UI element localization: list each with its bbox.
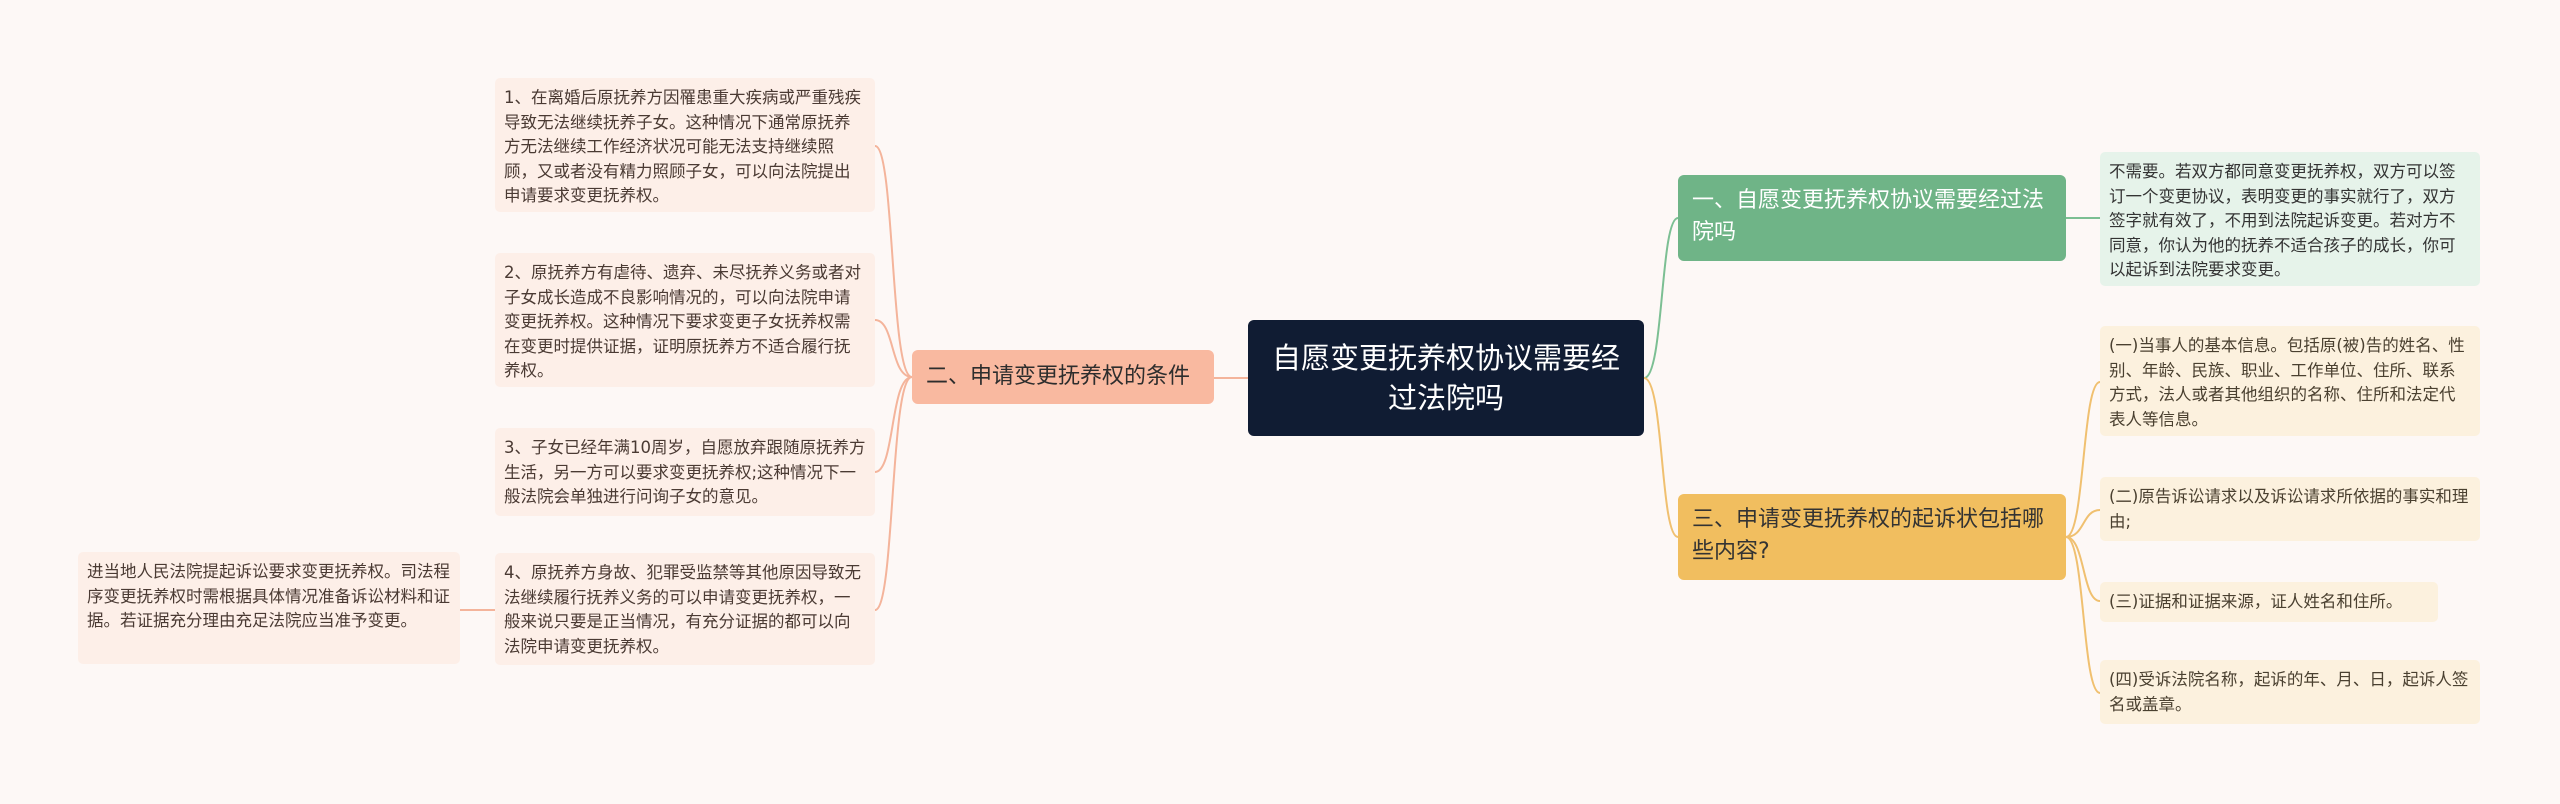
condition-leaf-3[interactable]: 3、子女已经年满10周岁，自愿放弃跟随原抚养方生活，另一方可以要求变更抚养权;这… <box>495 428 875 516</box>
link-right3-leaf3 <box>2065 536 2101 602</box>
complaint-item-2-text: (二)原告诉讼请求以及诉讼请求所依据的事实和理由; <box>2109 487 2469 531</box>
condition-leaf-2[interactable]: 2、原抚养方有虐待、遗弃、未尽抚养义务或者对子女成长造成不良影响情况的，可以向法… <box>495 253 875 387</box>
complaint-item-2[interactable]: (二)原告诉讼请求以及诉讼请求所依据的事实和理由; <box>2100 477 2480 541</box>
condition-leaf-4-detail-text: 进当地人民法院提起诉讼要求变更抚养权。司法程序变更抚养权时需根据具体情况准备诉讼… <box>87 562 450 631</box>
link-root-right1 <box>1643 217 1679 379</box>
complaint-item-3-text: (三)证据和证据来源，证人姓名和住所。 <box>2109 592 2403 611</box>
branch-complaint-contents[interactable]: 三、申请变更抚养权的起诉状包括哪些内容? <box>1678 494 2066 580</box>
condition-leaf-4-text: 4、原抚养方身故、犯罪受监禁等其他原因导致无法继续履行抚养义务的可以申请变更抚养… <box>504 563 861 656</box>
condition-leaf-1-text: 1、在离婚后原抚养方因罹患重大疾病或严重残疾导致无法继续抚养子女。这种情况下通常… <box>504 88 861 206</box>
complaint-item-4[interactable]: (四)受诉法院名称，起诉的年、月、日，起诉人签名或盖章。 <box>2100 660 2480 724</box>
link-right3-leaf2 <box>2065 509 2101 538</box>
branch-complaint-contents-label: 三、申请变更抚养权的起诉状包括哪些内容? <box>1692 507 2045 564</box>
link-left-leaf4 <box>874 376 913 611</box>
need-court-answer-text: 不需要。若双方都同意变更抚养权，双方可以签订一个变更协议，表明变更的事实就行了，… <box>2109 162 2456 280</box>
link-right3-leaf4 <box>2065 536 2101 694</box>
root-topic[interactable]: 自愿变更抚养权协议需要经过法院吗 <box>1248 320 1644 436</box>
branch-conditions-label: 二、申请变更抚养权的条件 <box>926 364 1191 389</box>
link-left-leaf2 <box>874 319 913 378</box>
complaint-item-3[interactable]: (三)证据和证据来源，证人姓名和住所。 <box>2100 582 2438 622</box>
condition-leaf-1[interactable]: 1、在离婚后原抚养方因罹患重大疾病或严重残疾导致无法继续抚养子女。这种情况下通常… <box>495 78 875 212</box>
link-left-leaf1 <box>874 145 913 378</box>
condition-leaf-3-text: 3、子女已经年满10周岁，自愿放弃跟随原抚养方生活，另一方可以要求变更抚养权;这… <box>504 438 866 507</box>
condition-leaf-2-text: 2、原抚养方有虐待、遗弃、未尽抚养义务或者对子女成长造成不良影响情况的，可以向法… <box>504 263 861 381</box>
link-right3-leaf1 <box>2065 381 2101 538</box>
branch-need-court[interactable]: 一、自愿变更抚养权协议需要经过法院吗 <box>1678 175 2066 261</box>
branch-conditions[interactable]: 二、申请变更抚养权的条件 <box>912 350 1214 404</box>
complaint-item-1-text: (一)当事人的基本信息。包括原(被)告的姓名、性别、年龄、民族、职业、工作单位、… <box>2109 336 2465 429</box>
link-root-right3 <box>1643 377 1679 538</box>
condition-leaf-4-detail[interactable]: 进当地人民法院提起诉讼要求变更抚养权。司法程序变更抚养权时需根据具体情况准备诉讼… <box>78 552 460 664</box>
need-court-answer[interactable]: 不需要。若双方都同意变更抚养权，双方可以签订一个变更协议，表明变更的事实就行了，… <box>2100 152 2480 286</box>
complaint-item-4-text: (四)受诉法院名称，起诉的年、月、日，起诉人签名或盖章。 <box>2109 670 2469 714</box>
root-topic-label: 自愿变更抚养权协议需要经过法院吗 <box>1271 341 1620 415</box>
branch-need-court-label: 一、自愿变更抚养权协议需要经过法院吗 <box>1692 188 2045 245</box>
complaint-item-1[interactable]: (一)当事人的基本信息。包括原(被)告的姓名、性别、年龄、民族、职业、工作单位、… <box>2100 326 2480 436</box>
link-left-leaf3 <box>874 376 913 473</box>
condition-leaf-4[interactable]: 4、原抚养方身故、犯罪受监禁等其他原因导致无法继续履行抚养义务的可以申请变更抚养… <box>495 553 875 665</box>
